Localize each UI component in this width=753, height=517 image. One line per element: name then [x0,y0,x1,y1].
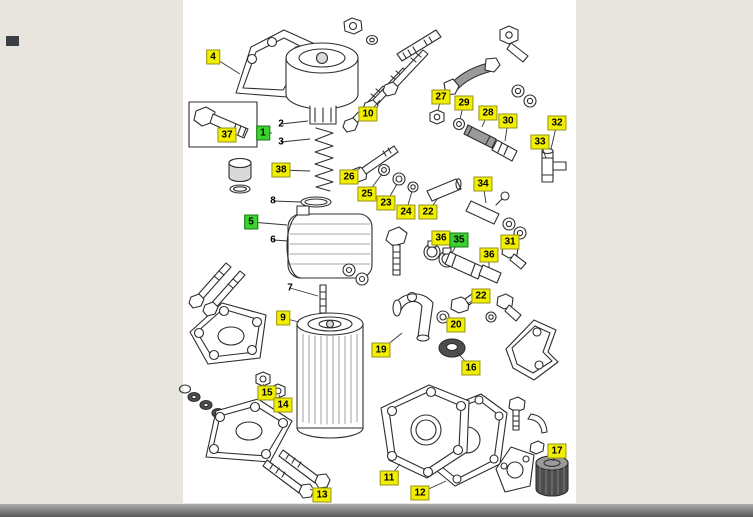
part-banjo-bolt [499,25,529,63]
part-filter-cartridge [296,312,364,439]
part-seal-20 [436,310,450,324]
callout-29[interactable]: 29 [454,95,474,111]
part-cap-and-seal [228,157,252,194]
part-fitting-30 [491,139,518,162]
callout-7[interactable]: 7 [287,282,293,294]
window-artifact [6,36,19,46]
part-elbow-19 [392,291,434,342]
callout-11[interactable]: 11 [379,470,399,486]
callout-22[interactable]: 22 [418,204,438,220]
part-cap-17 [529,440,569,497]
callout-12[interactable]: 12 [410,485,430,501]
callout-31[interactable]: 31 [500,234,520,250]
callout-38[interactable]: 38 [271,162,291,178]
callout-35[interactable]: 35 [449,232,469,248]
part-seal-23 [392,172,406,186]
callout-27[interactable]: 27 [431,89,451,105]
part-top-nut [343,17,379,46]
part-bolt-37-box [188,101,258,148]
part-bracket [505,319,559,381]
callout-19[interactable]: 19 [371,342,391,358]
callout-14[interactable]: 14 [273,397,293,413]
callout-24[interactable]: 24 [396,204,416,220]
callout-4[interactable]: 4 [206,49,220,65]
part-stud [396,29,442,62]
callout-1[interactable]: 1 [256,125,270,141]
part-hose-upper [443,57,501,96]
callout-36[interactable]: 36 [479,247,499,263]
part-washers-mid-right [502,217,527,240]
part-washer-24 [407,181,419,193]
part-tee-fitting [541,147,567,183]
part-bolt-lower-right [508,396,526,431]
part-spacer-22 [426,178,462,202]
callout-10[interactable]: 10 [358,106,378,122]
callout-37[interactable]: 37 [217,127,237,143]
part-bolt-center [385,226,408,276]
bottom-scroll-bar[interactable] [0,504,753,517]
callout-36[interactable]: 36 [431,230,451,246]
callout-13[interactable]: 13 [312,487,332,503]
callout-25[interactable]: 25 [357,186,377,202]
callout-22[interactable]: 22 [471,288,491,304]
callout-32[interactable]: 32 [547,115,567,131]
part-oil-cooler [286,205,373,286]
part-washer-25 [377,163,391,177]
part-nut-27 [429,109,445,125]
part-grommet-16 [438,338,466,358]
part-washer-29 [452,117,466,131]
part-fitting-36 [478,264,502,284]
callout-9[interactable]: 9 [276,310,290,326]
callout-17[interactable]: 17 [547,443,567,459]
callout-20[interactable]: 20 [446,317,466,333]
part-flange-plate-lower-right [495,446,535,493]
part-washers-left [178,384,225,419]
part-bolts-upper-left [188,262,246,317]
callout-16[interactable]: 16 [461,360,481,376]
callout-30[interactable]: 30 [498,113,518,129]
callout-3[interactable]: 3 [278,136,284,148]
part-union-34 [465,191,510,225]
callout-2[interactable]: 2 [278,118,284,130]
part-adapter-11 [380,384,470,479]
part-spring [314,127,334,192]
part-washers-upper-right [511,84,537,108]
callout-15[interactable]: 15 [257,385,277,401]
callout-23[interactable]: 23 [376,195,396,211]
part-bolts-13 [262,449,331,499]
callout-33[interactable]: 33 [530,134,550,150]
part-elbow-small [527,413,548,434]
callout-26[interactable]: 26 [339,169,359,185]
callout-34[interactable]: 34 [473,176,493,192]
part-filter-head [285,42,359,125]
callout-28[interactable]: 28 [478,105,498,121]
part-hose-28 [463,124,497,149]
part-hose-35 [444,251,484,280]
callout-6[interactable]: 6 [270,234,276,246]
callout-8[interactable]: 8 [270,195,276,207]
callout-5[interactable]: 5 [244,214,258,230]
part-bolt-bracket [485,293,522,323]
